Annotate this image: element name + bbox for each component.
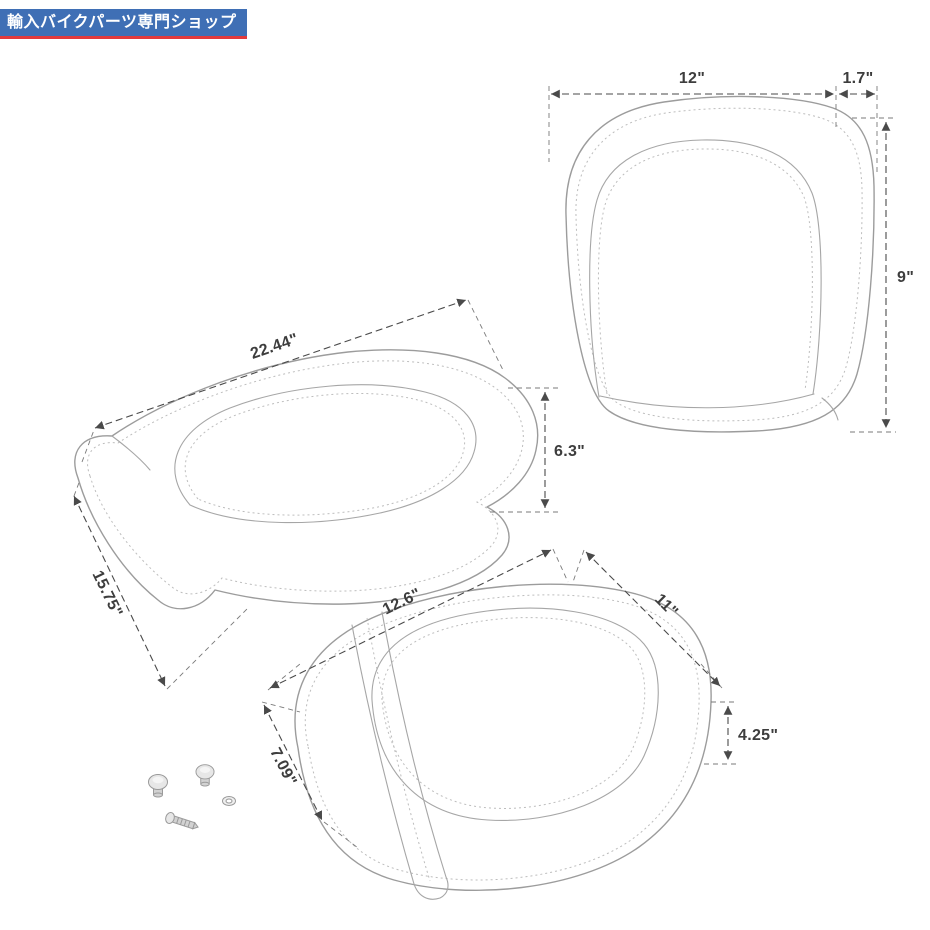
- washer-hole: [225, 798, 233, 804]
- passenger-seat-drawing: [294, 583, 712, 900]
- dim-label-backrest-width: 12": [679, 70, 705, 87]
- dim-label-driver-length: 22.44": [248, 331, 300, 363]
- extension-line: [81, 429, 95, 463]
- dim-label-backrest-offset: 1.7": [842, 70, 873, 87]
- backrest-dimensions: 12" 1.7" 9": [548, 70, 914, 433]
- shop-badge-label: 輸入バイクパーツ専門ショップ: [7, 14, 237, 31]
- screw-thread: [183, 819, 187, 827]
- screw-thread: [176, 817, 180, 824]
- dimension-line-passenger-length: [269, 549, 552, 689]
- screw-thread: [179, 818, 183, 825]
- bolt-head-shine: [199, 766, 211, 773]
- extension-line: [261, 701, 301, 713]
- shop-badge: 輸入バイクパーツ専門ショップ: [0, 9, 247, 40]
- mounting-bolt: [195, 764, 215, 787]
- screw-head: [165, 812, 175, 824]
- driver-seat-stitch-line: [87, 360, 524, 595]
- passenger-strap-loop: [413, 876, 449, 900]
- mounting-bolt: [148, 774, 168, 798]
- screw-shaft: [171, 815, 196, 830]
- dim-label-driver-rear-height: 6.3": [554, 443, 585, 460]
- backrest-panel-stitch: [597, 148, 813, 395]
- dim-label-driver-width: 15.75": [89, 568, 126, 620]
- backrest-stitch-line: [575, 107, 863, 422]
- backrest-outline: [565, 95, 875, 433]
- extension-line: [467, 299, 505, 373]
- extension-line: [166, 607, 249, 690]
- dimension-line-driver-width: [73, 495, 166, 687]
- passenger-seat-outline: [294, 583, 712, 891]
- extension-line: [572, 549, 585, 583]
- bolt-shaft-end: [200, 781, 210, 787]
- driver-seat-drawing: [74, 349, 539, 610]
- extension-line: [73, 479, 81, 497]
- backrest-tab: [821, 397, 839, 421]
- washer: [222, 796, 236, 806]
- bolt-shaft-end: [153, 792, 163, 798]
- extension-line: [552, 548, 569, 583]
- screw-thread: [187, 820, 191, 828]
- backrest-panel-seam: [589, 139, 822, 398]
- backrest-bottom-seam: [599, 393, 815, 409]
- driver-seat-panel-stitch: [184, 392, 465, 516]
- driver-seat-nose-seam: [111, 435, 151, 471]
- bolt-head-shine: [152, 776, 164, 784]
- dim-label-backrest-height: 9": [897, 269, 914, 286]
- dimension-line-passenger-width: [585, 551, 721, 687]
- mounting-hardware-drawing: [148, 764, 236, 830]
- dim-label-passenger-thickness: 4.25": [738, 727, 778, 744]
- screw-tip: [192, 821, 199, 830]
- extension-line: [323, 821, 359, 849]
- screw: [165, 812, 199, 830]
- passenger-strap-stitch: [366, 617, 431, 882]
- backrest-pad-drawing: [565, 95, 875, 433]
